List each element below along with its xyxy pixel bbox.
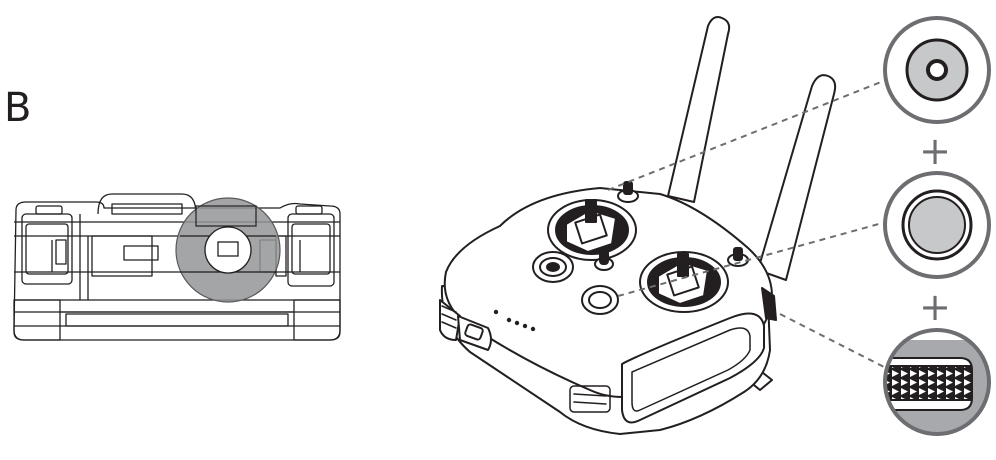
callout-knurled-dial xyxy=(883,328,991,436)
toggle-switch xyxy=(594,249,614,271)
remote-controller xyxy=(439,16,837,435)
controller-back-view xyxy=(13,193,341,341)
center-round-button xyxy=(581,285,619,315)
right-stick xyxy=(639,251,729,313)
battery-led-dots xyxy=(493,309,536,332)
round-button-icon xyxy=(908,196,966,254)
callout-round-button xyxy=(883,171,991,279)
back-dial-button xyxy=(217,241,239,257)
knurled-dial-icon xyxy=(885,340,989,434)
plus-sign-1: + xyxy=(919,129,951,173)
leader-lines xyxy=(607,79,887,369)
panel-label: B xyxy=(4,85,32,131)
callout-recessed-button xyxy=(883,16,991,124)
left-round-button xyxy=(532,251,574,283)
plus-sign-2: + xyxy=(919,285,951,329)
left-stick xyxy=(547,199,637,261)
